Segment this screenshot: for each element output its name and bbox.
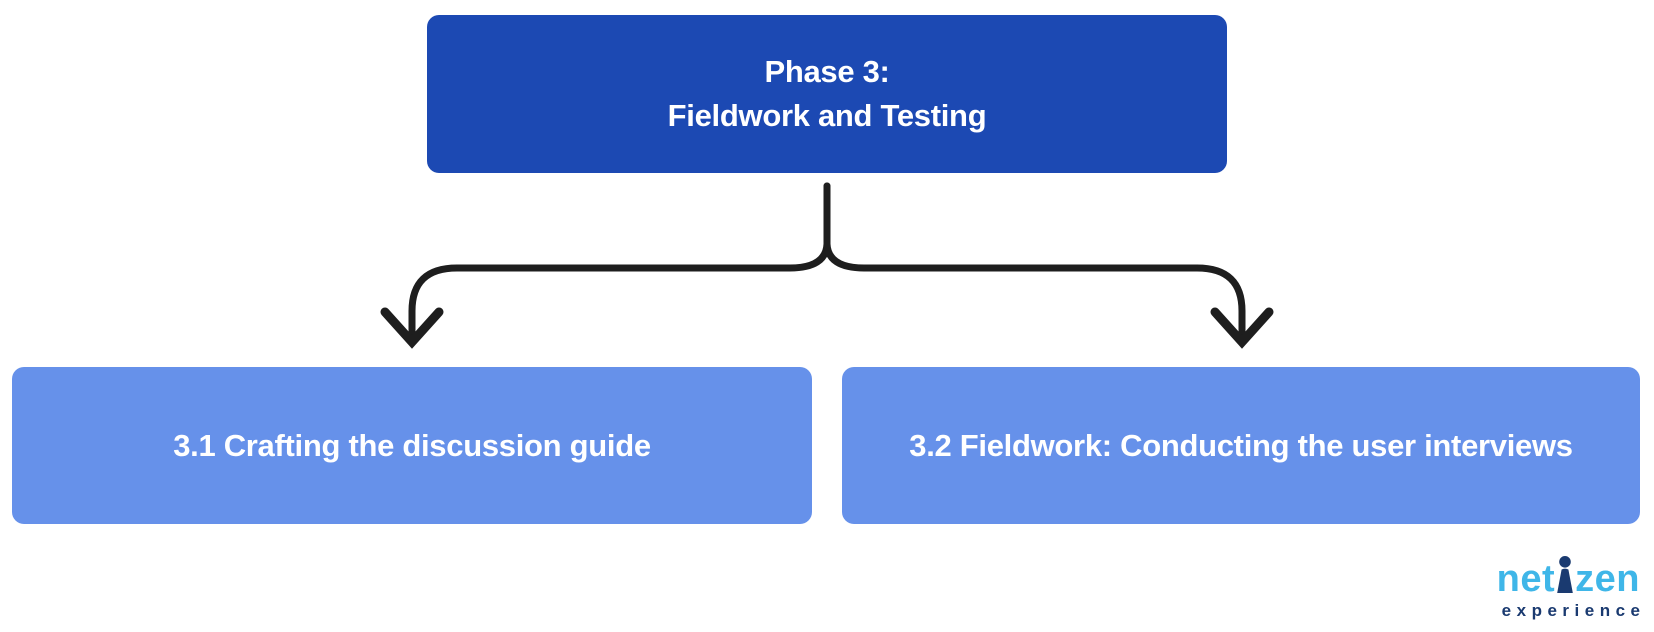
- logo-text-zen: zen: [1575, 558, 1640, 600]
- subphase-box-3-2: 3.2 Fieldwork: Conducting the user inter…: [842, 367, 1640, 524]
- subphase-3-2-label: 3.2 Fieldwork: Conducting the user inter…: [909, 427, 1573, 463]
- subphase-box-3-1: 3.1 Crafting the discussion guide: [12, 367, 812, 524]
- arrow-right-head-icon: [1210, 307, 1274, 349]
- arrow-left-branch: [408, 182, 831, 342]
- subphase-3-1-label: 3.1 Crafting the discussion guide: [173, 427, 651, 463]
- phase-box: Phase 3: Fieldwork and Testing: [427, 15, 1227, 173]
- phase-title-line1: Phase 3:: [764, 54, 890, 89]
- logo-tagline: experience: [1501, 601, 1646, 620]
- arrow-left-head-icon: [380, 307, 444, 349]
- logo-text-net: net: [1496, 558, 1556, 600]
- phase-title-line2: Fieldwork and Testing: [667, 98, 987, 133]
- person-icon: [1557, 556, 1573, 593]
- arrow-right-branch: [823, 182, 1246, 342]
